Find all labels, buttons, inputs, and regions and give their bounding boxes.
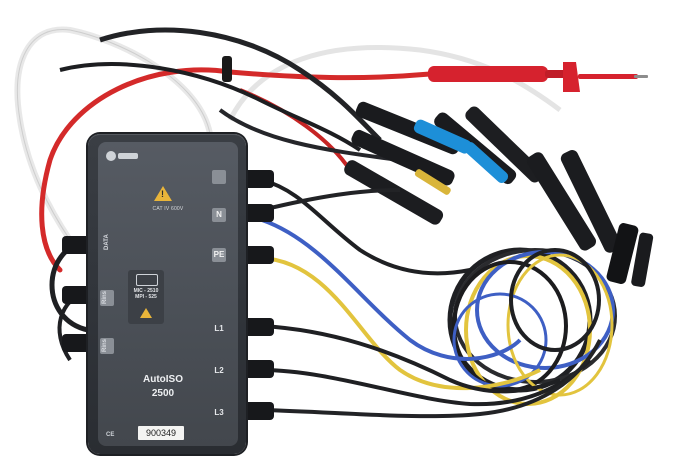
model-name: AutoISO — [143, 374, 183, 385]
model-number: 2500 — [151, 388, 175, 399]
black-lead-l1 — [261, 324, 561, 394]
socket-label-l3: L3 — [214, 408, 224, 417]
compatible-models: MIC - 2510 MPI - 525 — [133, 288, 159, 300]
meter-icon — [136, 274, 158, 286]
caution-icon — [140, 308, 152, 318]
device-front-panel: CAT IV 600V N PE L1 L2 L3 DATA Rins Rins… — [98, 142, 238, 446]
black-lead-n — [261, 188, 401, 212]
socket-label-ground — [212, 170, 226, 184]
yellow-plug-band — [414, 169, 451, 195]
sonel-logo — [106, 150, 140, 162]
socket-label-l1: L1 — [214, 324, 224, 333]
black-lead-l2 — [261, 358, 592, 407]
right-connectors — [244, 170, 274, 420]
white-cable-outline — [16, 29, 211, 241]
serial-number-sticker: 900349 — [138, 426, 184, 440]
black-lead-top — [261, 178, 471, 276]
logo-wordmark — [118, 153, 138, 159]
red-cable-2 — [227, 69, 433, 81]
compatibility-panel: MIC - 2510 MPI - 525 — [128, 270, 164, 324]
yellow-lead — [261, 256, 541, 391]
blue-test-probe — [413, 119, 509, 183]
category-rating: CAT IV 600V — [152, 206, 184, 212]
socket-label-rins-1-box — [100, 290, 114, 306]
cable-tie — [222, 56, 232, 82]
red-cable — [39, 67, 233, 273]
high-voltage-warning-icon — [154, 186, 172, 201]
socket-label-rins-1: Rins — [102, 290, 108, 304]
blue-lead — [261, 218, 522, 361]
socket-label-n: N — [212, 208, 226, 222]
black-cable-c — [218, 108, 401, 162]
socket-label-pe: PE — [212, 248, 226, 262]
logo-mark-icon — [106, 151, 116, 161]
socket-label-rins-2: Rins — [102, 338, 108, 352]
socket-label-l2: L2 — [214, 366, 224, 375]
left-connectors — [62, 236, 92, 352]
white-cable-2 — [227, 45, 562, 122]
red-test-probe — [428, 62, 648, 92]
black-lead-l3 — [261, 339, 602, 419]
socket-label-data: DATA — [104, 234, 110, 250]
black-cable-b — [59, 62, 362, 152]
certification-marks: CE — [106, 432, 115, 438]
autoiso-adapter-body: CAT IV 600V N PE L1 L2 L3 DATA Rins Rins… — [88, 134, 246, 454]
cable-coil — [447, 247, 617, 406]
socket-label-rins-2-box — [100, 338, 114, 354]
black-cable-a — [99, 27, 382, 142]
